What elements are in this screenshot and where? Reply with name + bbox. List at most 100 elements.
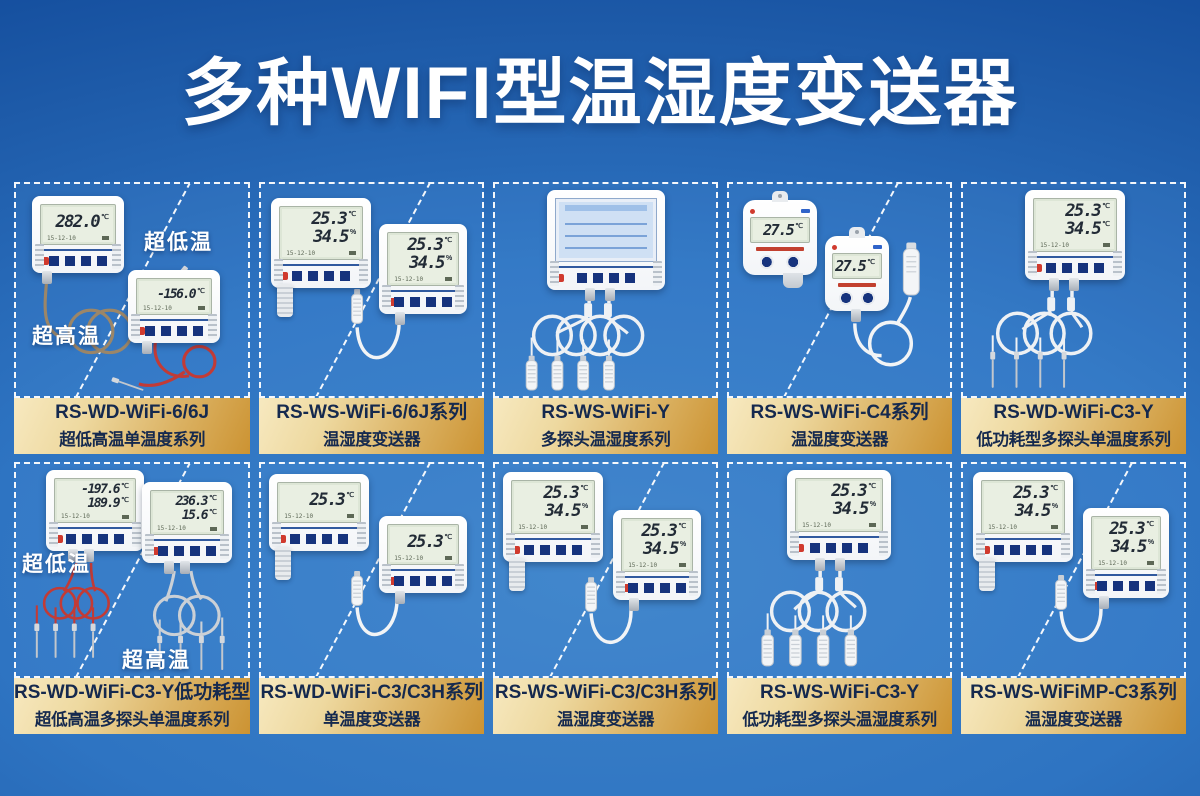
- keypad: [621, 575, 694, 598]
- integrated-probe: [275, 546, 292, 580]
- keypad: [40, 248, 116, 271]
- key-buttons: [394, 296, 453, 307]
- humidity-unit: %: [679, 540, 687, 548]
- temperature-reading: 25.3: [309, 490, 345, 510]
- cable-gland: [180, 561, 190, 575]
- transmitter-device: -156.0℃ 15-12-10: [128, 270, 220, 354]
- battery-icon: [445, 277, 453, 282]
- brand-logo: [41, 256, 49, 265]
- keypad: [1091, 573, 1162, 596]
- lcd-display: -156.0℃ 15-12-10: [136, 278, 212, 315]
- probe: [761, 629, 775, 667]
- probe: [525, 355, 538, 391]
- keypad: [54, 527, 136, 549]
- temperature-reading: 25.3: [543, 483, 579, 503]
- series-name: 低功耗型多探头温湿度系列: [742, 711, 937, 730]
- keypad: [795, 535, 884, 558]
- product-image-area: 25.3℃ 34.5℃ 15-12-10: [961, 182, 1186, 398]
- cable-gland: [42, 270, 52, 284]
- vent-grille-icon: [506, 532, 516, 558]
- brand-logo: [512, 545, 521, 554]
- transmitter-device: 25.3℃ 34.5% 15-12-10: [787, 470, 892, 571]
- probe: [1037, 351, 1043, 388]
- wifi-indicator-icon: [873, 245, 883, 249]
- probe-cables-graphic: [351, 571, 399, 637]
- product-image-area: 25.3℃ 34.5% 15-12-10 25.3℃ 34.5% 15-12-1…: [493, 462, 719, 678]
- series-name: 单温度变送器: [323, 711, 421, 730]
- lcd-date: 15-12-10: [1098, 559, 1127, 567]
- cable-gland: [835, 557, 846, 571]
- product-label: RS-WD-WiFi-C3-Y低功耗型 超低高温多探头单温度系列: [14, 678, 251, 734]
- key-buttons: [49, 255, 107, 266]
- lcd-display: 236.3℃ 15.6℃ 15-12-10: [150, 490, 224, 536]
- battery-icon: [210, 526, 217, 531]
- brand-logo: [1092, 581, 1101, 590]
- lcd-date: 15-12-10: [394, 554, 424, 562]
- cable-gland: [605, 288, 616, 301]
- vent-grille-icon: [790, 530, 800, 556]
- key-buttons: [145, 325, 203, 336]
- temperature-unit: ℃: [580, 485, 589, 492]
- product-image-area: 25.3℃ 34.5% 15-12-10 25.3℃ 34.5% 15-12-1…: [961, 462, 1186, 678]
- temperature-unit: ℃: [444, 237, 453, 244]
- product-label: RS-WS-WiFi-C3-Y 低功耗型多探头温湿度系列: [727, 678, 953, 734]
- model-name: RS-WS-WiFi-6/6J系列: [276, 401, 468, 423]
- cable-gland: [815, 557, 826, 571]
- probe: [351, 571, 364, 606]
- vent-grille-icon: [653, 261, 663, 286]
- keypad: [279, 263, 364, 286]
- temperature-reading: -197.6: [81, 482, 120, 497]
- ultra-low-temp-tag: 超低温: [22, 553, 91, 576]
- temperature-reading: 25.3: [1065, 201, 1101, 221]
- model-name: RS-WD-WiFi-C3-Y: [993, 401, 1154, 423]
- lcd-date: 15-12-10: [143, 304, 172, 312]
- vent-grille-icon: [272, 521, 282, 547]
- probe: [816, 629, 830, 667]
- vent-grille-icon: [550, 261, 560, 286]
- key-buttons: [810, 542, 869, 553]
- mounting-ear: [772, 191, 789, 202]
- vent-grille-icon: [49, 522, 58, 548]
- vent-grille-icon: [455, 563, 465, 589]
- humidity-unit: %: [581, 502, 589, 510]
- battery-icon: [122, 514, 129, 519]
- humidity-reading: 34.5: [643, 538, 679, 559]
- keypad: [555, 266, 658, 288]
- vent-grille-icon: [1113, 250, 1123, 276]
- product-image-area: 25.3℃ 34.5% 15-12-10 25.3℃ 34.5% 15-12-1…: [259, 182, 485, 398]
- temperature-unit: ℃: [346, 492, 355, 499]
- transmitter-device: -197.6℃ 189.9℃ 15-12-10: [46, 470, 144, 563]
- temperature-unit: ℃: [348, 211, 357, 218]
- brand-logo: [280, 271, 289, 280]
- series-name: 超低高温多探头单温度系列: [34, 711, 230, 730]
- vent-grille-icon: [145, 534, 154, 560]
- model-name: RS-WD-WiFi-6/6J: [55, 401, 210, 423]
- brand-logo: [832, 244, 838, 250]
- temperature-unit: ℃: [868, 483, 877, 490]
- cable-gland: [395, 311, 406, 325]
- key-buttons: [290, 533, 349, 544]
- series-name: 低功耗型多探头单温度系列: [976, 431, 1171, 450]
- probe: [1014, 351, 1020, 388]
- brand-logo: [151, 547, 159, 556]
- temperature-reading: 25.3: [311, 209, 347, 229]
- keypad: [1033, 255, 1118, 278]
- transmitter-device: 25.3℃ 34.5% 15-12-10: [1083, 508, 1170, 609]
- probe: [351, 288, 364, 324]
- battery-icon: [679, 563, 687, 568]
- integrated-probe: [277, 283, 294, 317]
- transmitter-device: 25.3℃ 34.5% 15-12-10: [973, 472, 1074, 591]
- model-name: RS-WS-WiFi-Y: [541, 401, 670, 423]
- integrated-probe: [509, 557, 526, 591]
- model-name: RS-WS-WiFi-C4系列: [750, 401, 929, 423]
- humidity-unit: %: [350, 228, 357, 236]
- temperature-reading: 25.3: [1013, 483, 1049, 503]
- probe: [1061, 351, 1067, 388]
- brand-logo: [556, 274, 565, 282]
- temperature-unit: ℃: [197, 288, 205, 295]
- humidity-reading: 34.5: [1014, 500, 1051, 521]
- lcd-display: 25.3℃ 34.5% 15-12-10: [621, 518, 694, 572]
- battery-icon: [198, 306, 205, 311]
- probe-cables-graphic: [34, 562, 225, 671]
- transmitter-device: 25.3℃ 15-12-10: [269, 474, 370, 580]
